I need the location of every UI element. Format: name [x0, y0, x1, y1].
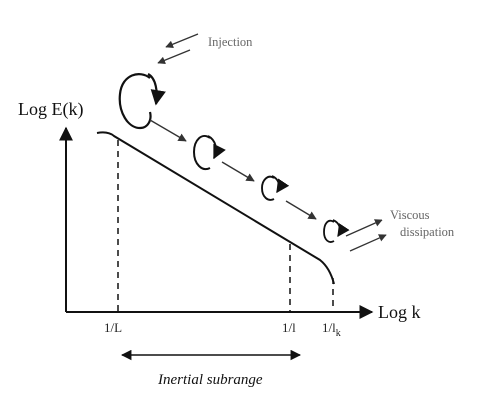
tick-label-lk-subscript: k — [336, 328, 341, 339]
tick-label-1-over-l: 1/l — [282, 320, 296, 335]
cascade-arrow-3 — [285, 200, 317, 220]
eddy-small-icon — [261, 175, 290, 201]
injection-arrow-lower — [157, 49, 191, 64]
dissipation-label: dissipation — [400, 225, 455, 239]
cascade-arrow-1 — [149, 119, 187, 142]
x-axis-label: Log k — [378, 302, 421, 322]
inertial-subrange-label: Inertial subrange — [157, 372, 263, 388]
eddy-medium-icon — [192, 134, 226, 170]
dissipation-arrow-lower — [349, 234, 387, 252]
viscous-label: Viscous — [390, 208, 430, 222]
dissipation-arrow-upper — [345, 219, 383, 237]
tick-label-1-over-L: 1/L — [104, 320, 122, 335]
cascade-arrow-2 — [221, 161, 255, 182]
eddy-smallest-icon — [323, 219, 350, 243]
energy-spectrum-curve — [96, 131, 335, 285]
injection-arrow-upper — [165, 33, 199, 48]
tick-label-lk-base: 1/l — [322, 320, 336, 335]
injection-label: Injection — [208, 35, 253, 49]
y-axis-label: Log E(k) — [18, 99, 83, 120]
eddy-large-icon — [118, 73, 166, 130]
tick-label-1-over-lk: 1/lk — [322, 320, 341, 339]
